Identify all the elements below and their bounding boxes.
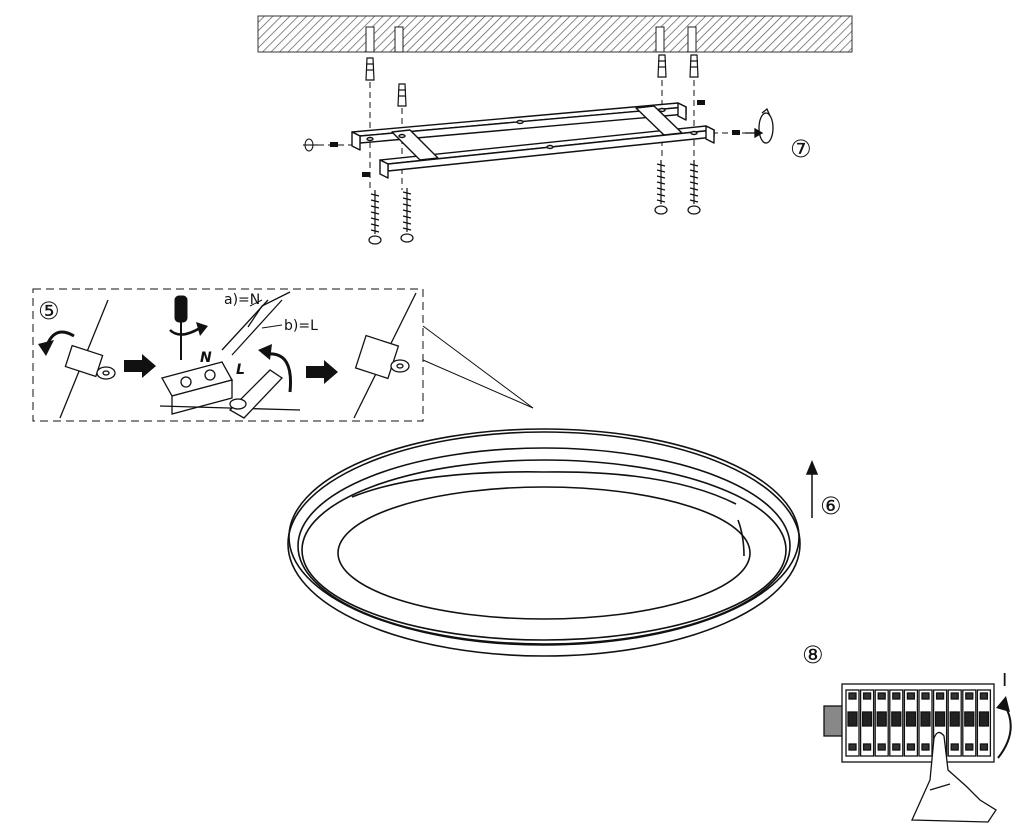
step-8-label: ⑧ (802, 641, 824, 669)
screwdriver-icon (174, 295, 188, 360)
screwdriver-turn-icon (169, 322, 208, 336)
terminal-l-label: L (236, 362, 245, 378)
breaker-screw (892, 692, 901, 700)
breaker-lever (847, 711, 858, 727)
terminal-n-label: N (200, 350, 212, 366)
wall-plugs (365, 54, 699, 107)
push-up-arrow-icon (805, 460, 819, 518)
breaker-lever (964, 711, 975, 727)
terminal-block (159, 361, 301, 415)
tighten-arrow-icon (745, 107, 774, 144)
supply-wires (221, 291, 291, 356)
breaker-screw (965, 692, 974, 700)
close-clamp-arrow-icon (258, 344, 293, 393)
switch-on-arrow-icon (996, 696, 1012, 759)
neutral-callout: a)=N (224, 292, 260, 308)
next-arrow-icon (124, 354, 156, 378)
live-callout: b)=L (284, 318, 318, 334)
breaker-screw (906, 743, 916, 751)
breaker-screw (921, 743, 930, 751)
breaker-lever (949, 711, 960, 727)
breaker-lever (891, 711, 902, 727)
breaker-screw (848, 743, 857, 751)
ceiling-drill-holes (365, 26, 697, 53)
step-5-label: ⑤ (38, 297, 60, 325)
callout-line-l (261, 324, 283, 329)
strain-relief-clamp-part (228, 369, 284, 419)
breaker-lever (920, 711, 931, 727)
breaker-screw (892, 743, 901, 751)
switch-on-mark: I (1002, 670, 1007, 691)
breaker-lever (978, 711, 990, 727)
step-6-label: ⑥ (820, 492, 842, 520)
breaker-lever (934, 711, 946, 727)
rotate-arrow-icon (38, 330, 75, 356)
breaker-lever (876, 711, 887, 727)
strain-relief-clamp-open (59, 299, 116, 419)
ceiling-lamp (287, 428, 801, 657)
breaker-screw (906, 692, 916, 700)
side-screw-rotation-icon (303, 138, 318, 152)
step-7-label: ⑦ (790, 135, 812, 163)
breaker-screw (877, 692, 886, 700)
breaker-screw (921, 692, 930, 700)
wiring-detail-panel: ⑤ N L (32, 288, 424, 422)
mounting-bracket (351, 102, 715, 179)
breaker-screw (979, 692, 989, 700)
breaker-screw (950, 692, 959, 700)
breaker-screw (877, 743, 886, 751)
breaker-screw (848, 692, 857, 700)
ceiling (257, 15, 853, 53)
side-screws (330, 100, 740, 177)
breaker-lever (861, 711, 873, 727)
ceiling-screws (368, 160, 701, 245)
breaker-screw (950, 743, 959, 751)
detail-projection-lines (422, 325, 534, 409)
breaker-screw (979, 743, 989, 751)
next-arrow-icon-2 (306, 360, 338, 384)
strain-relief-clamp-closed (353, 292, 417, 419)
breaker-lever (905, 711, 917, 727)
breaker-screw (862, 743, 872, 751)
callout-line-n (249, 299, 263, 307)
breaker-screw (965, 743, 974, 751)
circuit-breaker-panel (823, 683, 995, 763)
breaker-screw (935, 692, 945, 700)
hand-icon (911, 731, 997, 823)
breaker-screw (862, 692, 872, 700)
